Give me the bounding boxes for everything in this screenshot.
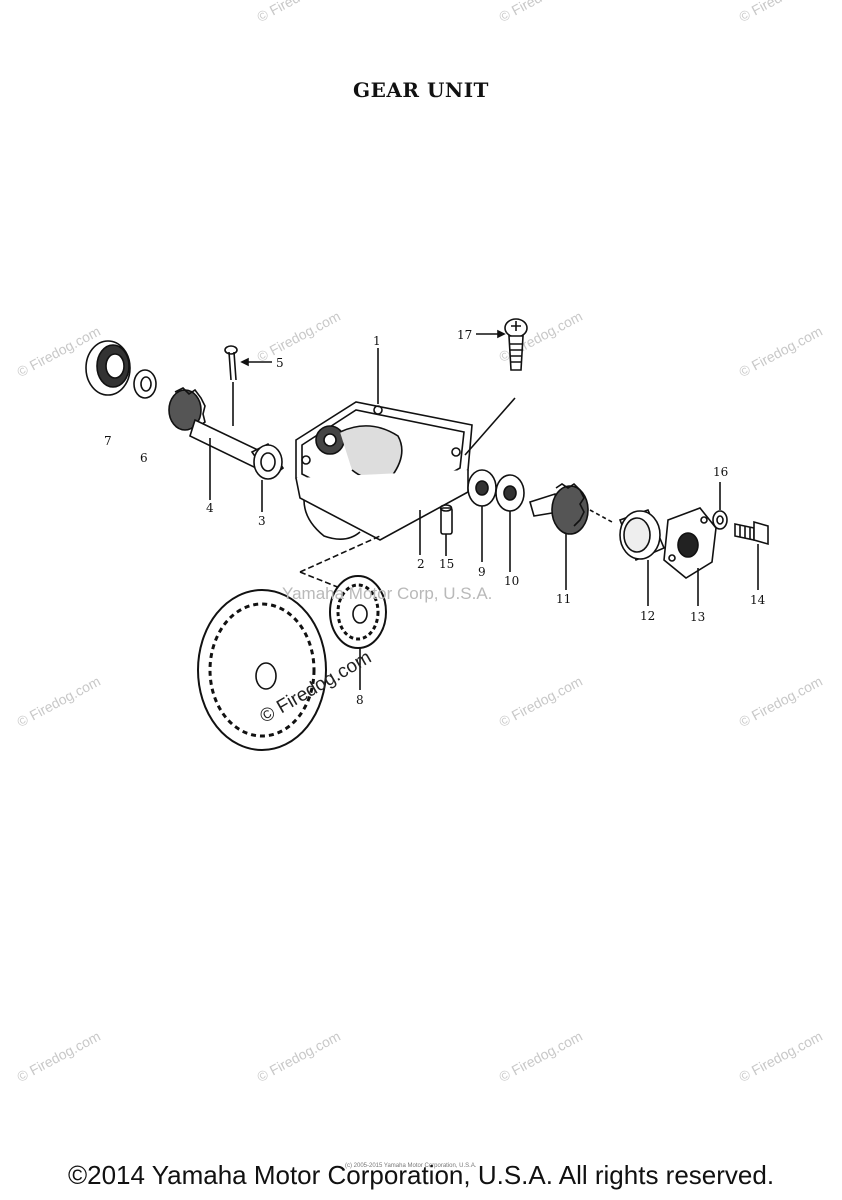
callout-6: 6: [140, 451, 148, 465]
callout-11: 11: [556, 592, 571, 606]
part-screw-17[interactable]: [476, 318, 528, 371]
callout-1: 1: [373, 334, 381, 348]
callout-2: 2: [417, 557, 425, 571]
callout-13: 13: [690, 610, 705, 624]
part-dowel-15[interactable]: [439, 504, 453, 556]
part-pin-5[interactable]: [224, 345, 272, 426]
part-washer-6[interactable]: [133, 369, 157, 399]
part-plate-13[interactable]: [663, 507, 717, 606]
callout-4: 4: [206, 501, 214, 515]
callout-labels: 1 2 3 4 5 6 7 8 9 10 11 12 13 14 15 16 1…: [104, 328, 766, 707]
copyright-footer: ©2014 Yamaha Motor Corporation, U.S.A. A…: [67, 1160, 775, 1190]
part-gear-11[interactable]: [529, 482, 613, 590]
part-washer-16[interactable]: [712, 482, 728, 530]
callout-9: 9: [478, 565, 486, 579]
part-gear-8[interactable]: [197, 535, 387, 751]
part-washer-10[interactable]: [495, 474, 525, 572]
callout-5: 5: [276, 356, 284, 370]
callout-16: 16: [713, 465, 728, 479]
part-cap-12[interactable]: [618, 508, 666, 606]
page-title: GEAR UNIT: [353, 78, 489, 102]
callout-14: 14: [750, 593, 766, 607]
part-housing-1[interactable]: [295, 348, 516, 555]
callout-8: 8: [356, 693, 364, 707]
callout-17: 17: [457, 328, 472, 342]
part-bolt-14[interactable]: [734, 520, 769, 590]
part-seal-7[interactable]: [85, 340, 131, 396]
callout-10: 10: [504, 574, 519, 588]
callout-3: 3: [258, 514, 266, 528]
copyright-small-note: (c) 2005-2015 Yamaha Motor Corporation, …: [345, 1163, 477, 1169]
callout-7: 7: [104, 434, 112, 448]
part-washer-9[interactable]: [467, 469, 497, 562]
part-gear-shaft-4[interactable]: [168, 387, 264, 500]
callout-15: 15: [439, 557, 454, 571]
corp-watermark: Yamaha Motor Corp, U.S.A.: [282, 584, 493, 603]
part-collar-3[interactable]: [250, 442, 285, 512]
callout-12: 12: [640, 609, 655, 623]
